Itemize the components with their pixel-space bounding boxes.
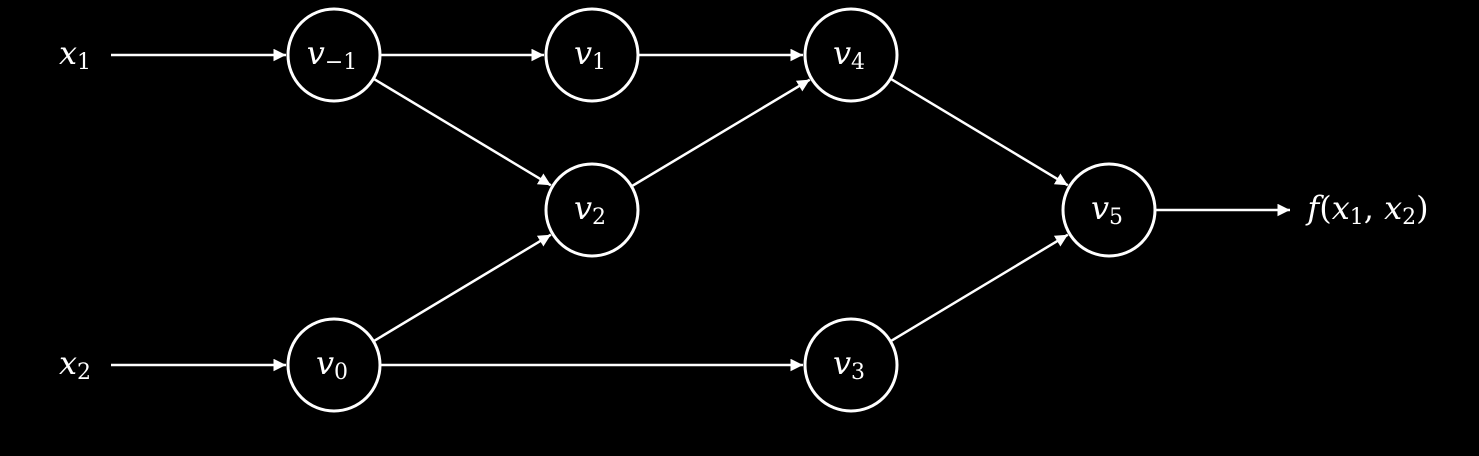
nodes-layer: v−1 v0 v1 v2 v3 v4 v5: [286, 7, 1157, 413]
node-label-v4: v4: [833, 34, 865, 75]
edge-v2-to-v4: [631, 78, 811, 187]
labels-layer: x1 x2 f(x1, x2): [59, 34, 1429, 385]
node-circle-v5: [1061, 162, 1157, 258]
node-v5: v5: [1061, 162, 1157, 258]
node-label-v3: v3: [833, 344, 865, 385]
edge-v0-to-v2: [373, 233, 552, 342]
node-circle-vm1: [286, 7, 382, 103]
edge-v4-to-v5: [890, 78, 1069, 187]
edge-v3-to-v5: [890, 233, 1069, 342]
input-label-x1: x1: [59, 34, 91, 75]
node-v2: v2: [544, 162, 640, 258]
node-circle-v0: [286, 317, 382, 413]
node-label-v2: v2: [574, 189, 606, 230]
edges-layer: [111, 48, 1290, 372]
edge-vm1-to-v2: [373, 78, 552, 187]
node-v4: v4: [803, 7, 899, 103]
node-vm1: v−1: [286, 7, 382, 103]
node-label-v0: v0: [316, 344, 348, 385]
node-label-vm1: v−1: [307, 34, 358, 75]
node-circle-v4: [803, 7, 899, 103]
node-v3: v3: [803, 317, 899, 413]
node-circle-v2: [544, 162, 640, 258]
input-label-x2: x2: [59, 344, 91, 385]
node-label-v1: v1: [574, 34, 606, 75]
node-v1: v1: [544, 7, 640, 103]
output-label: f(x1, x2): [1305, 189, 1428, 230]
node-circle-v3: [803, 317, 899, 413]
node-label-v5: v5: [1091, 189, 1123, 230]
node-v0: v0: [286, 317, 382, 413]
node-circle-v1: [544, 7, 640, 103]
